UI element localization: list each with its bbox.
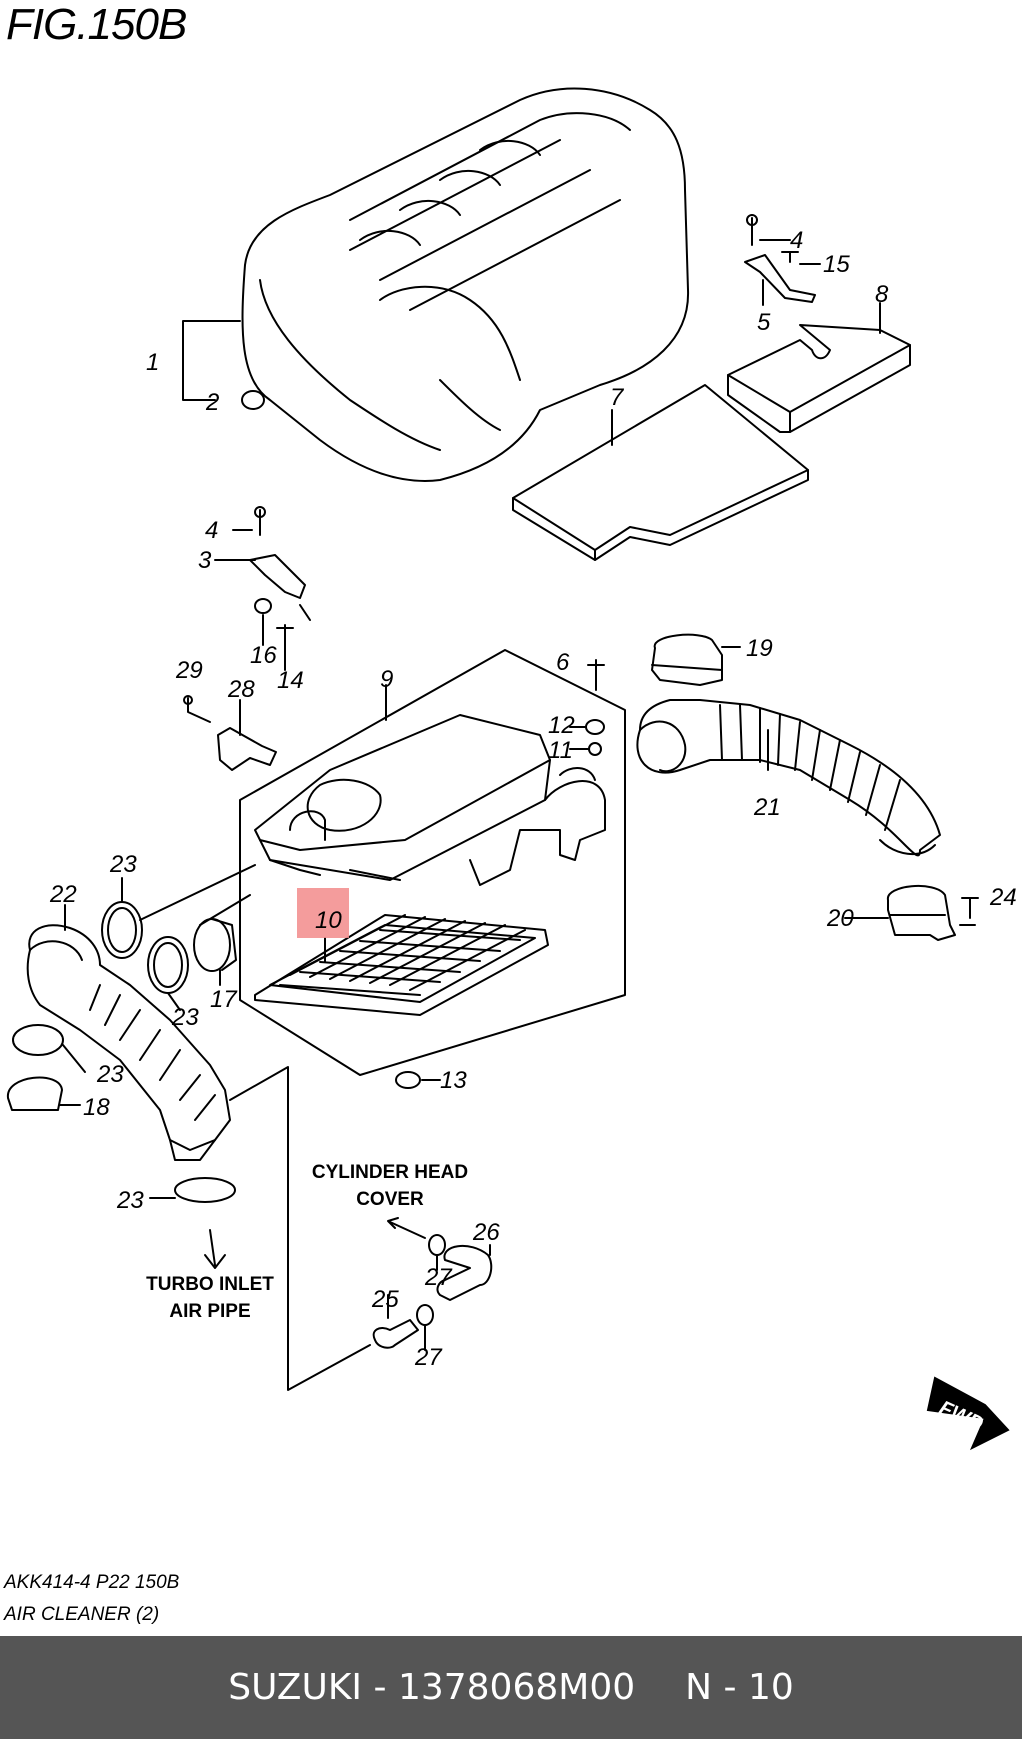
callout-9[interactable]: 9 (380, 666, 393, 693)
highlight-part-10 (297, 888, 349, 938)
seal-sheet-part-7 (512, 384, 809, 561)
callout-leaders-upper (759, 239, 821, 306)
callout-4-upper[interactable]: 4 (790, 227, 803, 254)
adapter-part-20 (887, 884, 956, 941)
seal-sheet-part-7-edge (512, 469, 809, 561)
note-turbo-line1: TURBO INLET (146, 1274, 274, 1295)
clamp-part-23-a-inner (107, 907, 137, 953)
note-cylinder-head-line2: COVER (356, 1189, 424, 1210)
callout-12[interactable]: 12 (548, 712, 575, 739)
arrow-to-cylinder-head (387, 1217, 426, 1239)
callout-16[interactable]: 16 (250, 642, 277, 669)
filter-element-part-10 (254, 914, 549, 1016)
part-info-footer: SUZUKI - 1378068M00 N - 10 (0, 1636, 1022, 1739)
clamp-part-23-c (12, 1024, 64, 1056)
callout-4-lower[interactable]: 4 (205, 517, 218, 544)
callout-7[interactable]: 7 (610, 384, 625, 411)
figure-title: FIG.150B (6, 0, 187, 49)
callout-11[interactable]: 11 (548, 737, 573, 764)
connection-lines (139, 864, 371, 1391)
callout-17[interactable]: 17 (210, 986, 238, 1013)
callout-23-b[interactable]: 23 (171, 1004, 199, 1031)
callout-24[interactable]: 24 (989, 884, 1017, 911)
callout-1[interactable]: 1 (146, 349, 159, 376)
callout-26[interactable]: 26 (472, 1219, 500, 1246)
callout-19[interactable]: 19 (746, 635, 773, 662)
callout-8[interactable]: 8 (875, 281, 889, 308)
bolt-part-6 (587, 659, 605, 691)
callout-numbers: 1 2 3 4 4 5 6 7 8 9 10 11 12 13 14 15 16… (49, 227, 1017, 1371)
callout-23-c[interactable]: 23 (96, 1061, 124, 1088)
grommet-part-12 (585, 719, 605, 735)
callout-6[interactable]: 6 (556, 649, 570, 676)
screw-head-29 (183, 695, 193, 705)
callout-25[interactable]: 25 (371, 1286, 399, 1313)
engine-cover-part (241, 87, 690, 482)
callout-3[interactable]: 3 (198, 547, 212, 574)
callout-bracket-1 (182, 320, 241, 401)
callout-28[interactable]: 28 (227, 676, 255, 703)
callout-15[interactable]: 15 (823, 251, 850, 278)
footer-position: N - 10 (685, 1667, 794, 1708)
note-cylinder-head-line1: CYLINDER HEAD (312, 1162, 468, 1183)
callout-leaders-lower (214, 529, 311, 671)
hose-part-25 (372, 1319, 419, 1349)
callout-27-b[interactable]: 27 (414, 1344, 443, 1371)
pad-part-8-edge (727, 344, 911, 433)
arrow-to-turbo-pipe (204, 1229, 226, 1269)
screw-part-29 (187, 697, 211, 723)
callout-23-a[interactable]: 23 (109, 851, 137, 878)
callout-20[interactable]: 20 (826, 905, 854, 932)
seal-part-19-edge (651, 664, 723, 671)
footer-part-number: 1378068M00 (397, 1667, 636, 1708)
seal-part-18 (6, 1076, 63, 1111)
grommet-part-13 (395, 1071, 421, 1089)
callout-leader-23-b (167, 992, 181, 1011)
callout-27-a[interactable]: 27 (424, 1264, 453, 1291)
bracket-part-3-lower (249, 506, 306, 641)
bracket-part-5-upper (744, 214, 816, 303)
callout-5[interactable]: 5 (757, 309, 771, 336)
grommet-part-2 (241, 390, 265, 410)
callout-2[interactable]: 2 (205, 389, 219, 416)
hose-part-21 (636, 699, 941, 857)
footer-separator: - (362, 1667, 398, 1708)
seal-part-19 (651, 633, 723, 686)
callout-13[interactable]: 13 (440, 1067, 467, 1094)
note-turbo-line2: AIR PIPE (169, 1301, 250, 1322)
pipe-part-22 (26, 924, 231, 1161)
callout-10[interactable]: 10 (315, 907, 342, 934)
air-cleaner-case-part-9 (239, 649, 626, 1076)
callout-leader-23-c (62, 1044, 86, 1073)
seal-part-17-side (211, 918, 237, 971)
sensor-part-28 (217, 727, 277, 771)
callout-22[interactable]: 22 (49, 881, 77, 908)
callout-14[interactable]: 14 (277, 667, 304, 694)
hose-part-26 (436, 1244, 493, 1301)
bolt-part-24 (961, 897, 979, 919)
callout-18[interactable]: 18 (83, 1094, 110, 1121)
callout-29[interactable]: 29 (175, 657, 203, 684)
grommet-part-11 (588, 742, 602, 756)
pad-part-8 (727, 324, 911, 433)
figure-code: AKK414-4 P22 150B (4, 1572, 180, 1593)
callout-21[interactable]: 21 (753, 794, 781, 821)
clamp-part-23-b-inner (153, 942, 183, 988)
seal-part-17 (193, 918, 231, 972)
clip-part-27-a (428, 1234, 446, 1256)
callout-23-d[interactable]: 23 (116, 1187, 144, 1214)
fwd-direction-arrow: FWD (926, 1376, 1010, 1451)
exploded-parts-diagram: FWD 1 2 3 4 4 5 6 7 8 9 10 11 12 13 14 1… (6, 87, 1017, 1451)
figure-name: AIR CLEANER (2) (4, 1604, 160, 1625)
footer-brand: SUZUKI (228, 1667, 363, 1708)
clamp-part-23-d (174, 1177, 236, 1203)
clip-part-27-b (416, 1304, 434, 1326)
